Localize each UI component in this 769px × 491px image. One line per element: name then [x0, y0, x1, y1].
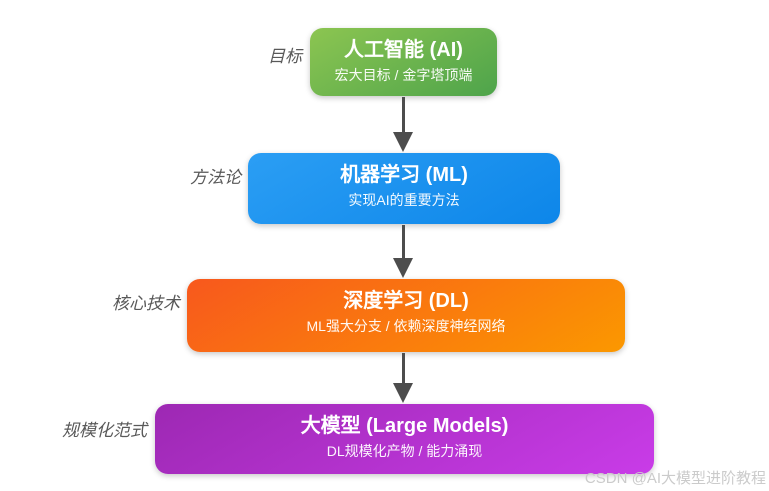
node-large-models: 大模型 (Large Models) DL规模化产物 / 能力涌现	[155, 404, 654, 474]
node-ml-subtitle: 实现AI的重要方法	[348, 192, 460, 208]
node-ai-subtitle: 宏大目标 / 金字塔顶端	[334, 67, 473, 83]
side-label-scaling-paradigm: 规模化范式	[62, 421, 147, 440]
arrow-down-icon	[393, 258, 413, 278]
arrow-ai-to-ml	[393, 97, 413, 152]
side-label-core-tech: 核心技术	[112, 294, 180, 313]
node-dl-subtitle: ML强大分支 / 依赖深度神经网络	[306, 318, 506, 334]
side-label-goal: 目标	[268, 47, 302, 66]
arrow-dl-to-lm	[393, 353, 413, 403]
node-ml: 机器学习 (ML) 实现AI的重要方法	[248, 153, 560, 224]
node-ml-title: 机器学习 (ML)	[340, 164, 468, 186]
arrow-line	[401, 97, 405, 132]
node-dl-title: 深度学习 (DL)	[343, 290, 469, 312]
arrow-line	[401, 353, 405, 383]
arrow-down-icon	[393, 132, 413, 152]
arrow-line	[401, 225, 405, 258]
node-ai: 人工智能 (AI) 宏大目标 / 金字塔顶端	[310, 28, 497, 96]
arrow-down-icon	[393, 383, 413, 403]
node-dl: 深度学习 (DL) ML强大分支 / 依赖深度神经网络	[187, 279, 625, 352]
node-ai-title: 人工智能 (AI)	[344, 39, 463, 61]
watermark: CSDN @AI大模型进阶教程	[584, 470, 766, 487]
node-large-models-subtitle: DL规模化产物 / 能力涌现	[326, 443, 483, 459]
node-large-models-title: 大模型 (Large Models)	[300, 415, 509, 437]
side-label-methodology: 方法论	[190, 168, 241, 187]
arrow-ml-to-dl	[393, 225, 413, 278]
